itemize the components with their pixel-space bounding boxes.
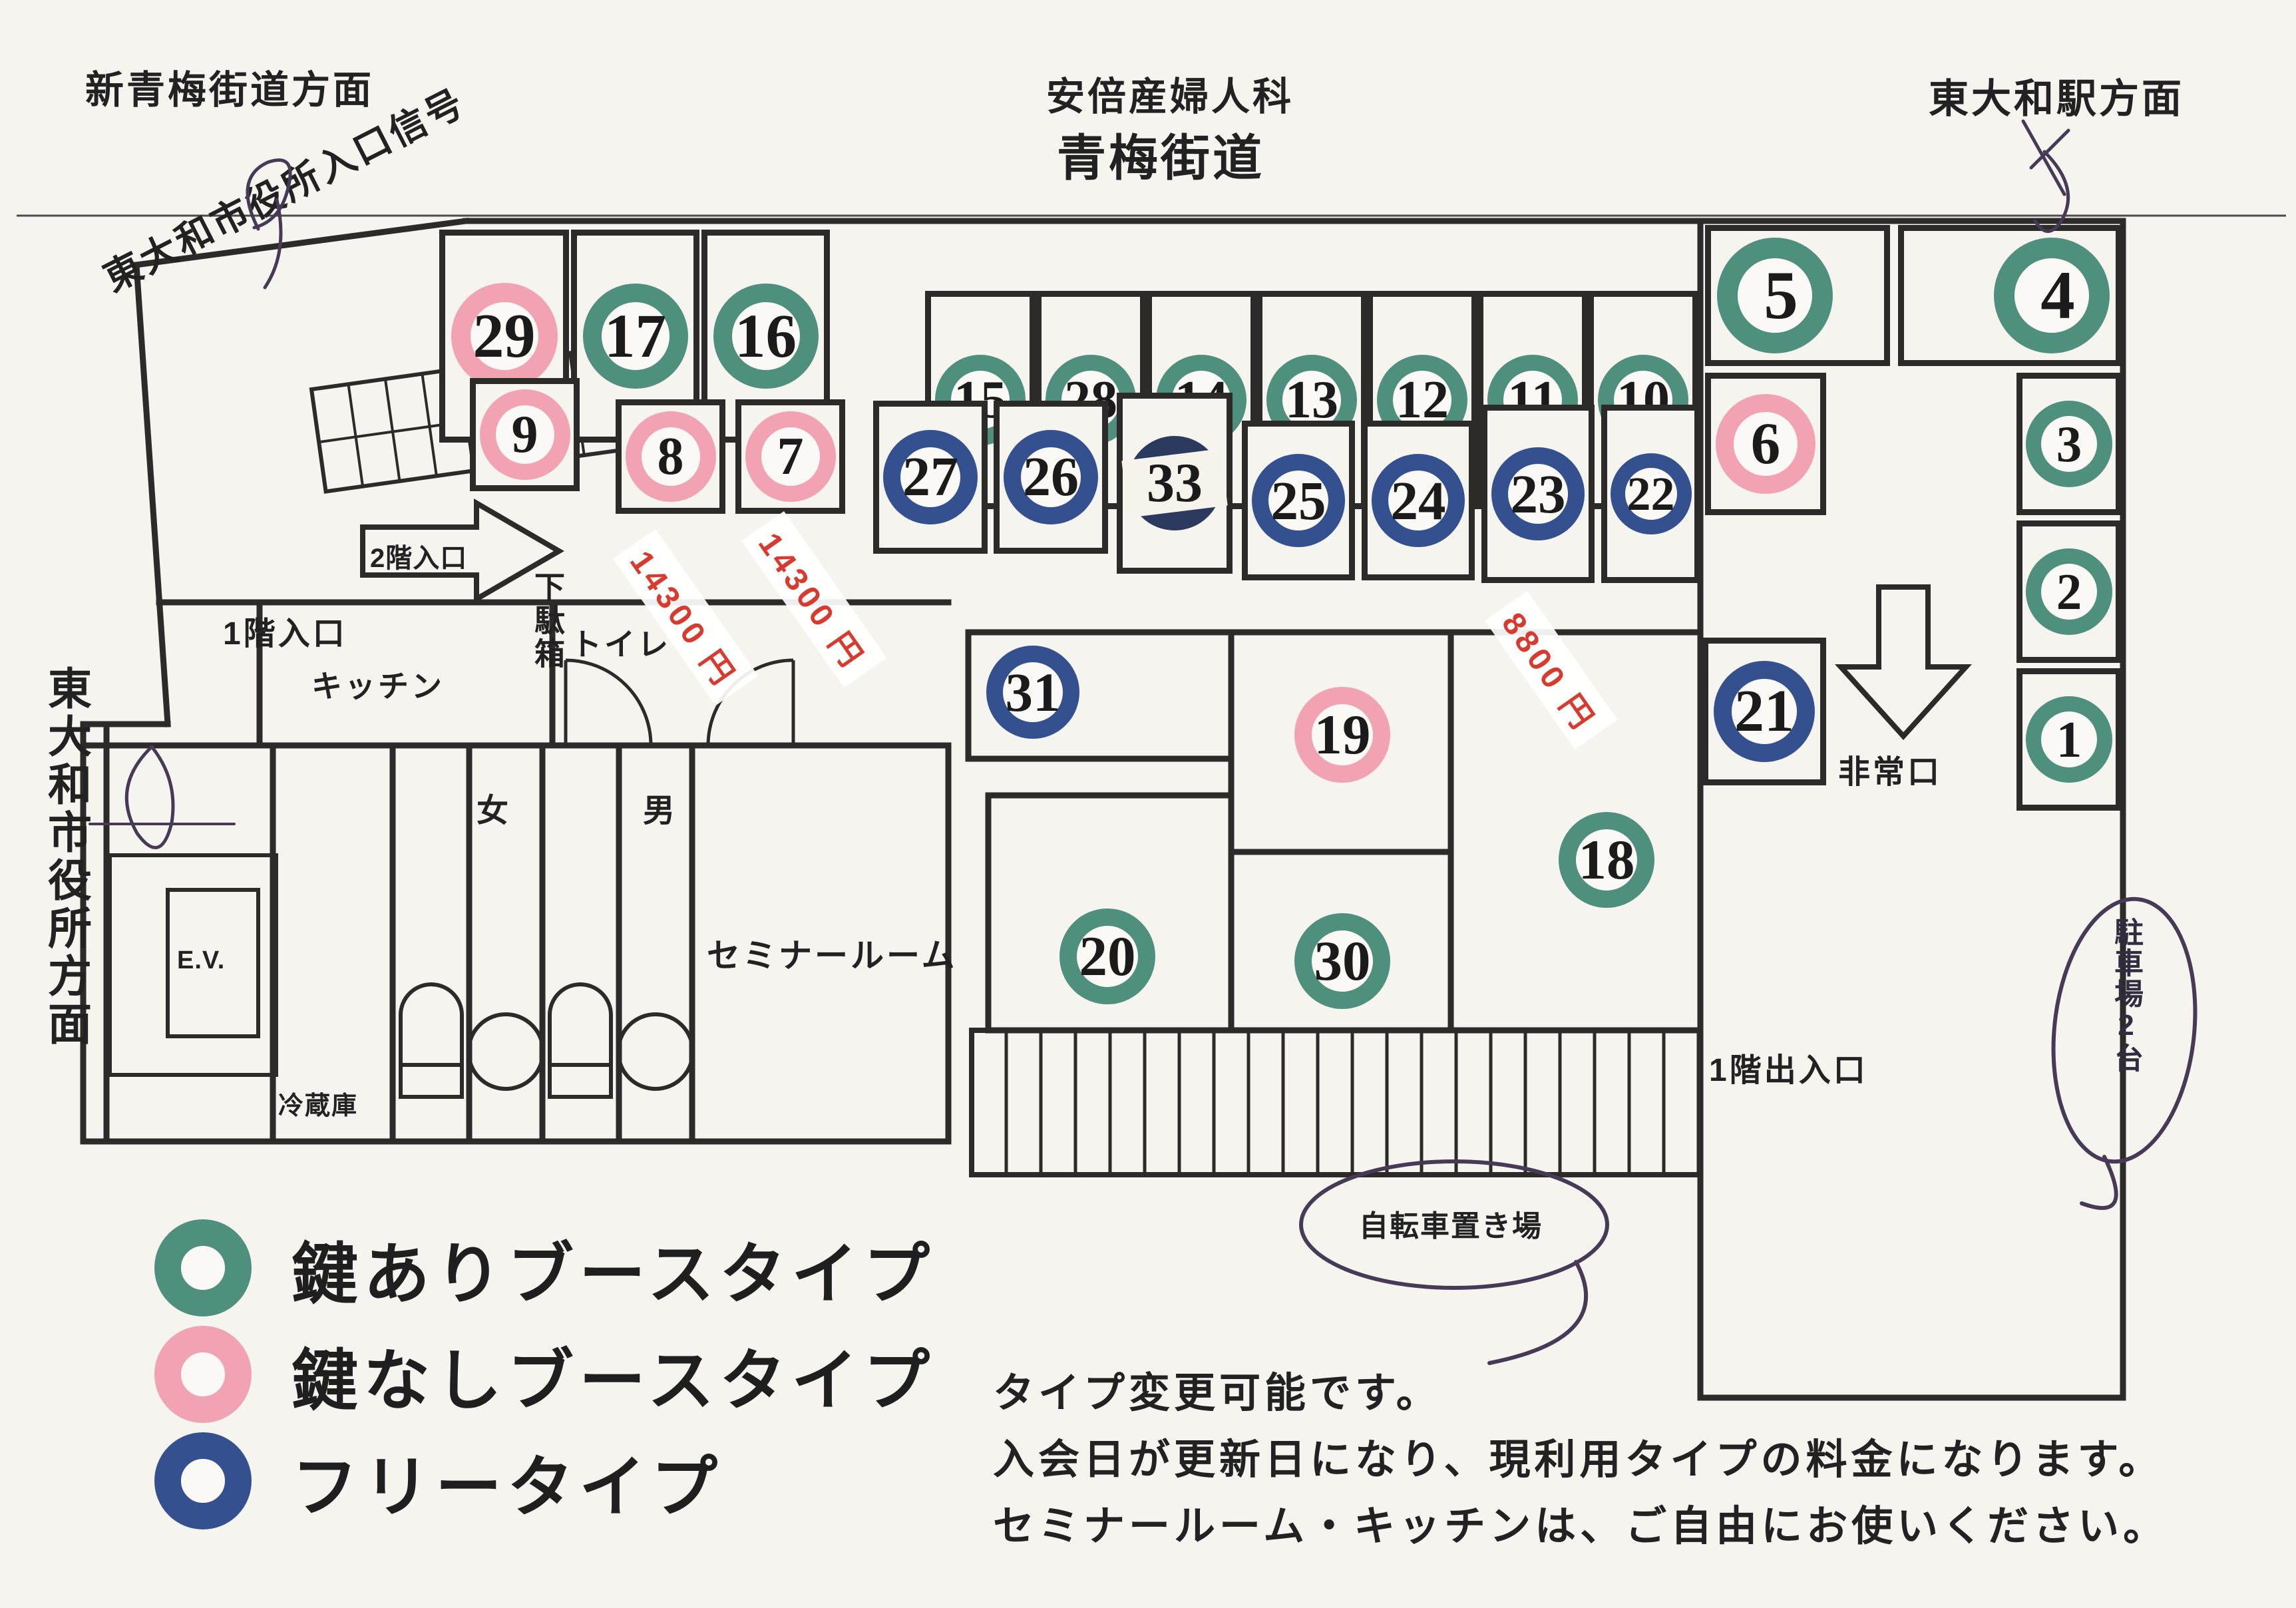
booth-ring-4 [1994,238,2110,353]
label-women: 女 [477,793,512,829]
label-entrance-1f: 1階入口 [223,616,347,652]
booth-4: 4 [1898,225,2122,366]
booth-31: 31 [986,646,1079,739]
legend-label-green: 鍵ありブースタイプ [291,1237,935,1312]
booth-number-27: 27 [902,446,958,508]
booth-7: 7 [735,399,845,514]
legend-label-pink: 鍵なしブースタイプ [291,1343,935,1418]
booth-21: 21 [1702,638,1826,785]
booth-number-21: 21 [1734,678,1794,744]
booth-24: 24 [1362,421,1475,580]
bicycle-hatch-strip [969,1028,1703,1177]
toilet-door-arcs [564,658,795,746]
booth-number-16: 16 [735,302,797,371]
booth-22: 22 [1601,405,1700,583]
booth-number-7: 7 [777,427,804,486]
label-refrigerator: 冷蔵庫 [278,1092,359,1120]
label-top-right-road: 東大和駅方面 [1929,77,2184,121]
booth-number-1: 1 [2056,710,2082,768]
booth-number-19: 19 [1314,703,1371,766]
elevator-shaft [108,853,278,1077]
booth-20: 20 [1059,908,1155,1004]
note-line-1: タイプ変更可能です。 [993,1370,1441,1416]
toilet-fixtures [399,982,695,1099]
label-car-parking: 駐車場2台 [2110,917,2142,1074]
booth-number-6: 6 [1750,411,1781,477]
legend-row-pink: 鍵なしブースタイプ [154,1326,935,1423]
booth-8: 8 [616,399,725,514]
label-elevator: E.V. [177,946,226,974]
booth-25: 25 [1242,421,1355,580]
label-road-center: 青梅街道 [1057,130,1264,186]
booth-number-33: 33 [1147,452,1203,514]
label-bicycle-parking: 自転車置き場 [1359,1210,1543,1243]
booth-1: 1 [2016,668,2122,811]
booth-number-30: 30 [1314,929,1371,992]
booth-2: 2 [2016,520,2122,663]
legend-row-green: 鍵ありブースタイプ [154,1219,935,1316]
entrance-2f-arrow [360,499,564,604]
legend-ring-green [154,1219,252,1316]
legend-label-blue: フリータイプ [291,1450,723,1525]
booth-number-29: 29 [473,302,536,371]
booth-number-2: 2 [2056,562,2082,620]
booth-9: 9 [470,378,580,491]
booth-33: 33 [1117,393,1233,574]
booth-number-22: 22 [1626,467,1675,520]
booth-number-20: 20 [1079,924,1136,988]
booth-26: 26 [994,401,1108,554]
booth-ring-21 [1714,661,1815,762]
legend-row-blue: フリータイプ [154,1432,723,1529]
note-line-2: 入会日が更新日になり、現利用タイプの料金になります。 [993,1437,2164,1483]
booth-23: 23 [1481,405,1595,583]
label-toilet: トイレ [571,627,671,662]
booth-number-4: 4 [2040,257,2075,333]
booth-3: 3 [2016,373,2122,515]
booth-30: 30 [1294,913,1390,1009]
booth-number-5: 5 [1764,257,1798,333]
booth-27: 27 [873,401,988,554]
booth-number-3: 3 [2056,415,2082,473]
booth-number-24: 24 [1390,469,1446,531]
label-city-office-direction: 東大和市役所方面 [42,666,91,1049]
booth-19: 19 [1294,687,1390,783]
booth-number-12: 12 [1396,371,1449,429]
legend-ring-blue [154,1432,252,1529]
label-entrance-2f: 2階入口 [370,544,468,573]
booth-number-8: 8 [657,427,684,486]
booth-18: 18 [1559,812,1654,908]
booth-6: 6 [1705,373,1826,515]
label-seminar-room: セミナールーム [707,937,958,974]
emergency-exit-arrow [1834,584,1973,740]
label-exit-1f: 1階出入口 [1709,1053,1868,1088]
legend-ring-pink [154,1326,252,1423]
label-men: 男 [643,793,678,829]
booth-5: 5 [1705,225,1890,366]
booth-number-17: 17 [604,302,666,371]
label-emergency-exit: 非常口 [1838,755,1943,790]
booth-number-26: 26 [1023,446,1079,508]
booth-number-13: 13 [1285,371,1338,429]
label-kitchen: キッチン [311,669,445,704]
booth-number-18: 18 [1578,828,1635,891]
label-shoe-box: 下駄箱 [530,571,565,671]
booth-number-31: 31 [1005,661,1061,723]
label-top-left-road: 新青梅街道方面 [85,69,375,112]
note-line-3: セミナールーム・キッチンは、ご自由にお使いください。 [993,1504,2169,1549]
booth-number-25: 25 [1270,469,1326,531]
booth-number-9: 9 [511,405,538,464]
label-clinic: 安倍産婦人科 [1046,75,1294,118]
booth-number-23: 23 [1510,463,1566,524]
